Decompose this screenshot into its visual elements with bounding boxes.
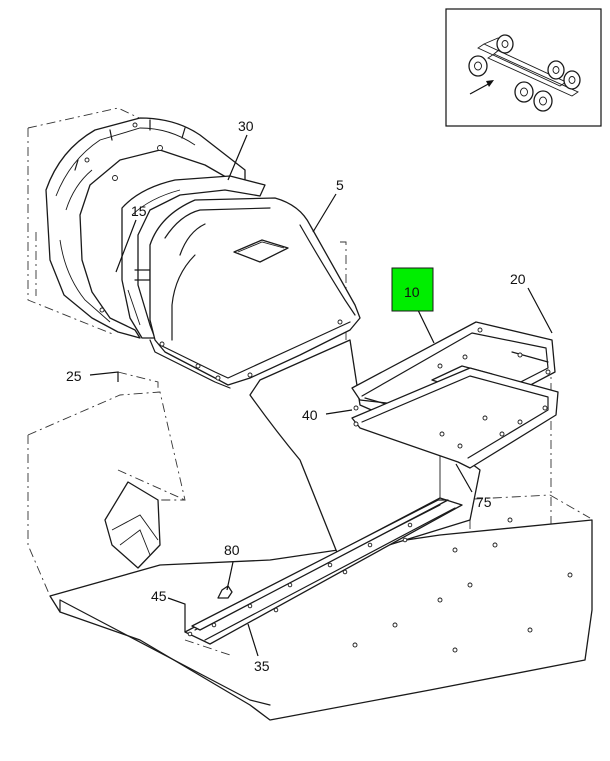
tandem-axle-chassis-locator-icon (468, 34, 581, 112)
leader-10 (415, 305, 435, 344)
callout-5: 5 (336, 177, 344, 193)
shroud-outer-boot (45, 117, 246, 339)
retaining-clip (217, 585, 233, 599)
leader-15 (115, 219, 137, 273)
callout-15: 15 (131, 203, 147, 219)
callout-40: 40 (302, 407, 318, 423)
leader-75 (455, 463, 473, 493)
left-side-bracket (104, 481, 161, 569)
highlight-box-10 (391, 267, 434, 312)
callout-20: 20 (510, 271, 526, 287)
leader-80 (226, 561, 234, 591)
floor-channel-seal (184, 497, 463, 645)
callout-75: 75 (476, 494, 492, 510)
engine-cover (149, 197, 361, 389)
leader-20 (527, 287, 553, 334)
leader-35 (247, 623, 259, 657)
leader-25 (89, 371, 119, 382)
leader-40 (325, 409, 353, 415)
leader-45 (167, 597, 186, 632)
leader-30 (227, 134, 248, 181)
callouts: 10 30 5 15 20 25 40 75 80 45 35 (66, 118, 526, 674)
cab-floor-panel (49, 339, 593, 721)
leader-5 (312, 193, 337, 233)
leader-lines (89, 134, 553, 657)
callout-45: 45 (151, 588, 167, 604)
callout-25: 25 (66, 368, 82, 384)
locator-inset (445, 8, 602, 127)
callout-30: 30 (238, 118, 254, 134)
callout-10: 10 (404, 284, 420, 300)
plate-gasket (351, 367, 559, 469)
callout-80: 80 (224, 542, 240, 558)
callout-35: 35 (254, 658, 270, 674)
